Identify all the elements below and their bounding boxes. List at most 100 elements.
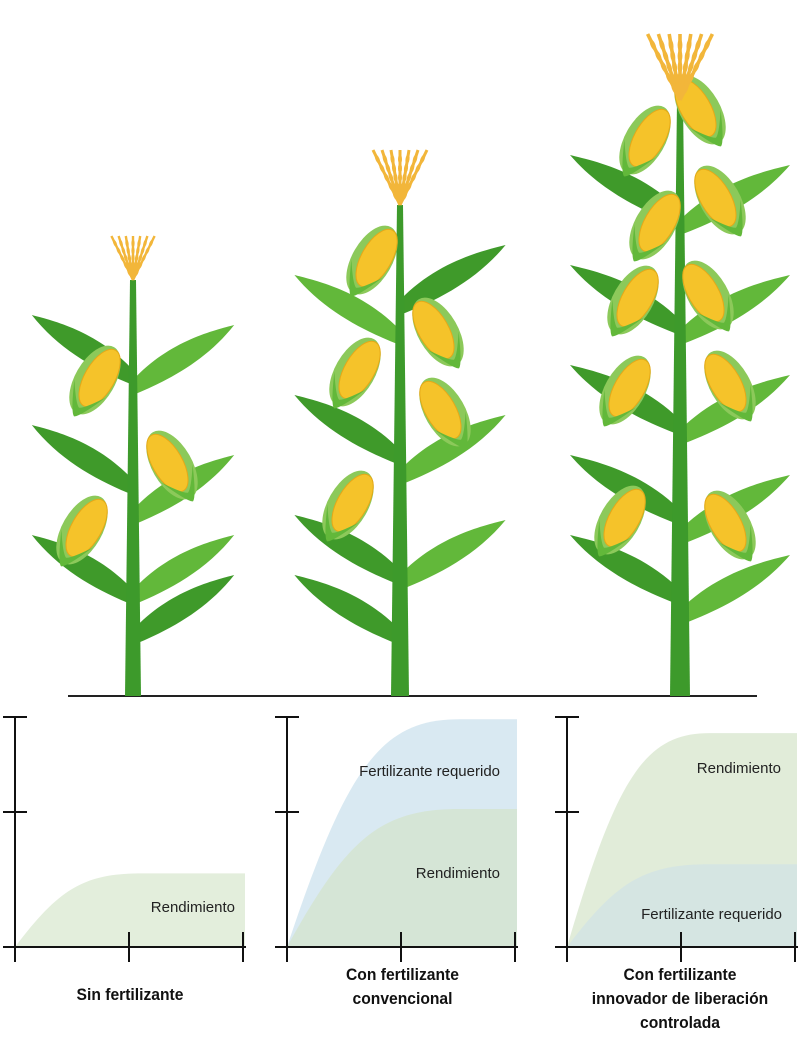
caption-sin-fertilizante: Sin fertilizante <box>76 985 184 1004</box>
corn-plant-3 <box>570 33 790 696</box>
tassel-spikelet <box>148 239 154 248</box>
leaf <box>294 275 400 345</box>
tassel-spikelet <box>394 181 400 192</box>
leaf <box>294 395 400 465</box>
corn-cob <box>146 430 198 502</box>
tassel-spikelet <box>126 246 130 255</box>
tassel-spikelet <box>682 83 689 95</box>
leaf <box>680 555 790 625</box>
area-fertilizante-requerido <box>567 864 797 947</box>
tassel-spikelet <box>385 163 391 174</box>
tassel-spikelet <box>123 254 128 262</box>
tassel-spikelet <box>121 246 126 255</box>
tassel-spikelet <box>665 72 673 84</box>
tassel-spikelet <box>670 50 676 62</box>
corn-cob <box>322 470 374 542</box>
tassel <box>371 149 429 206</box>
leaf <box>133 575 235 645</box>
tassel-spikelet <box>406 182 412 192</box>
chart-1: Rendimiento <box>3 716 246 962</box>
tassel-spikelet <box>415 163 421 173</box>
tassel-spikelet <box>402 172 407 183</box>
husk-leaf <box>427 331 461 369</box>
corn-cob <box>56 495 108 567</box>
husk-leaf <box>72 379 106 417</box>
tassel-spikelet <box>419 154 426 164</box>
stem <box>125 280 141 696</box>
tassel-spikelet <box>382 154 388 165</box>
tassel-spikelet <box>145 246 150 255</box>
husk-leaf <box>719 524 753 562</box>
corn-cob <box>619 105 671 177</box>
corn-cob <box>599 355 651 427</box>
tassel-spikelet <box>677 39 683 51</box>
leaf <box>400 245 506 315</box>
kernels <box>682 263 725 323</box>
corn-cob <box>704 350 756 422</box>
tassel <box>110 235 156 281</box>
husk-leaf <box>161 464 195 502</box>
kernels <box>338 340 381 400</box>
kernels <box>78 348 121 408</box>
tassel-spikelet <box>660 61 668 73</box>
leaf <box>680 275 790 345</box>
corn-cob <box>682 260 734 332</box>
kernels <box>65 498 108 558</box>
stem <box>391 205 409 696</box>
leaf <box>400 520 506 590</box>
kernels <box>355 228 398 288</box>
caption-convencional: Con fertilizante convencional <box>346 965 459 1008</box>
tassel-spikelet <box>412 154 418 165</box>
kernels <box>419 380 462 440</box>
corn-cob <box>594 485 646 557</box>
tassel-spikelet <box>687 61 694 73</box>
tassel-spikelet <box>684 50 690 62</box>
tassel-spikelet <box>141 254 146 262</box>
tassel-spikelet <box>401 191 408 201</box>
tassel-spikelet <box>703 39 711 51</box>
corn-cob <box>629 190 681 262</box>
tassel-spikelet <box>138 261 143 270</box>
tassel-spikelet <box>406 172 412 183</box>
tassel-spikelet <box>398 172 402 183</box>
leaf <box>31 425 133 495</box>
husk-leaf <box>719 384 753 422</box>
corn-plant-1 <box>31 235 235 696</box>
tassel-spikelet <box>673 72 679 84</box>
corn-cob <box>419 377 471 449</box>
tassel-spikelet <box>131 239 135 248</box>
kernels <box>608 358 651 418</box>
tassel-spikelet <box>388 182 394 192</box>
tassel-spikelet <box>409 163 415 174</box>
kernels <box>638 193 681 253</box>
tassel-spikelet <box>116 246 121 255</box>
husk-leaf <box>597 519 631 557</box>
tassel-spikelet <box>125 239 129 248</box>
kernels <box>616 268 659 328</box>
tassel-spikelet <box>405 154 410 165</box>
tassel-spikelet <box>140 246 145 255</box>
husk-leaf <box>59 529 93 567</box>
kernels <box>603 488 646 548</box>
tassel-spikelet <box>682 61 688 73</box>
tassel-spikelet <box>655 50 662 62</box>
area-rendimiento <box>15 873 245 947</box>
kernels <box>704 353 747 413</box>
tassel-spikelet <box>410 172 417 183</box>
husk-leaf <box>632 224 666 262</box>
tassel-spikelet <box>119 239 123 248</box>
tassel-spikelet <box>659 39 665 51</box>
tassel-spikelet <box>677 61 683 73</box>
stem <box>670 100 690 696</box>
tassel-spikelet <box>128 261 133 270</box>
tassel-spikelet <box>677 49 683 62</box>
tassel-spikelet <box>391 163 397 174</box>
husk-leaf <box>689 109 723 147</box>
corn-cob <box>412 297 464 369</box>
kernels <box>704 493 747 553</box>
tassel-spikelet <box>390 154 395 165</box>
tassel-spikelet <box>379 163 385 173</box>
husk-leaf <box>709 199 743 237</box>
